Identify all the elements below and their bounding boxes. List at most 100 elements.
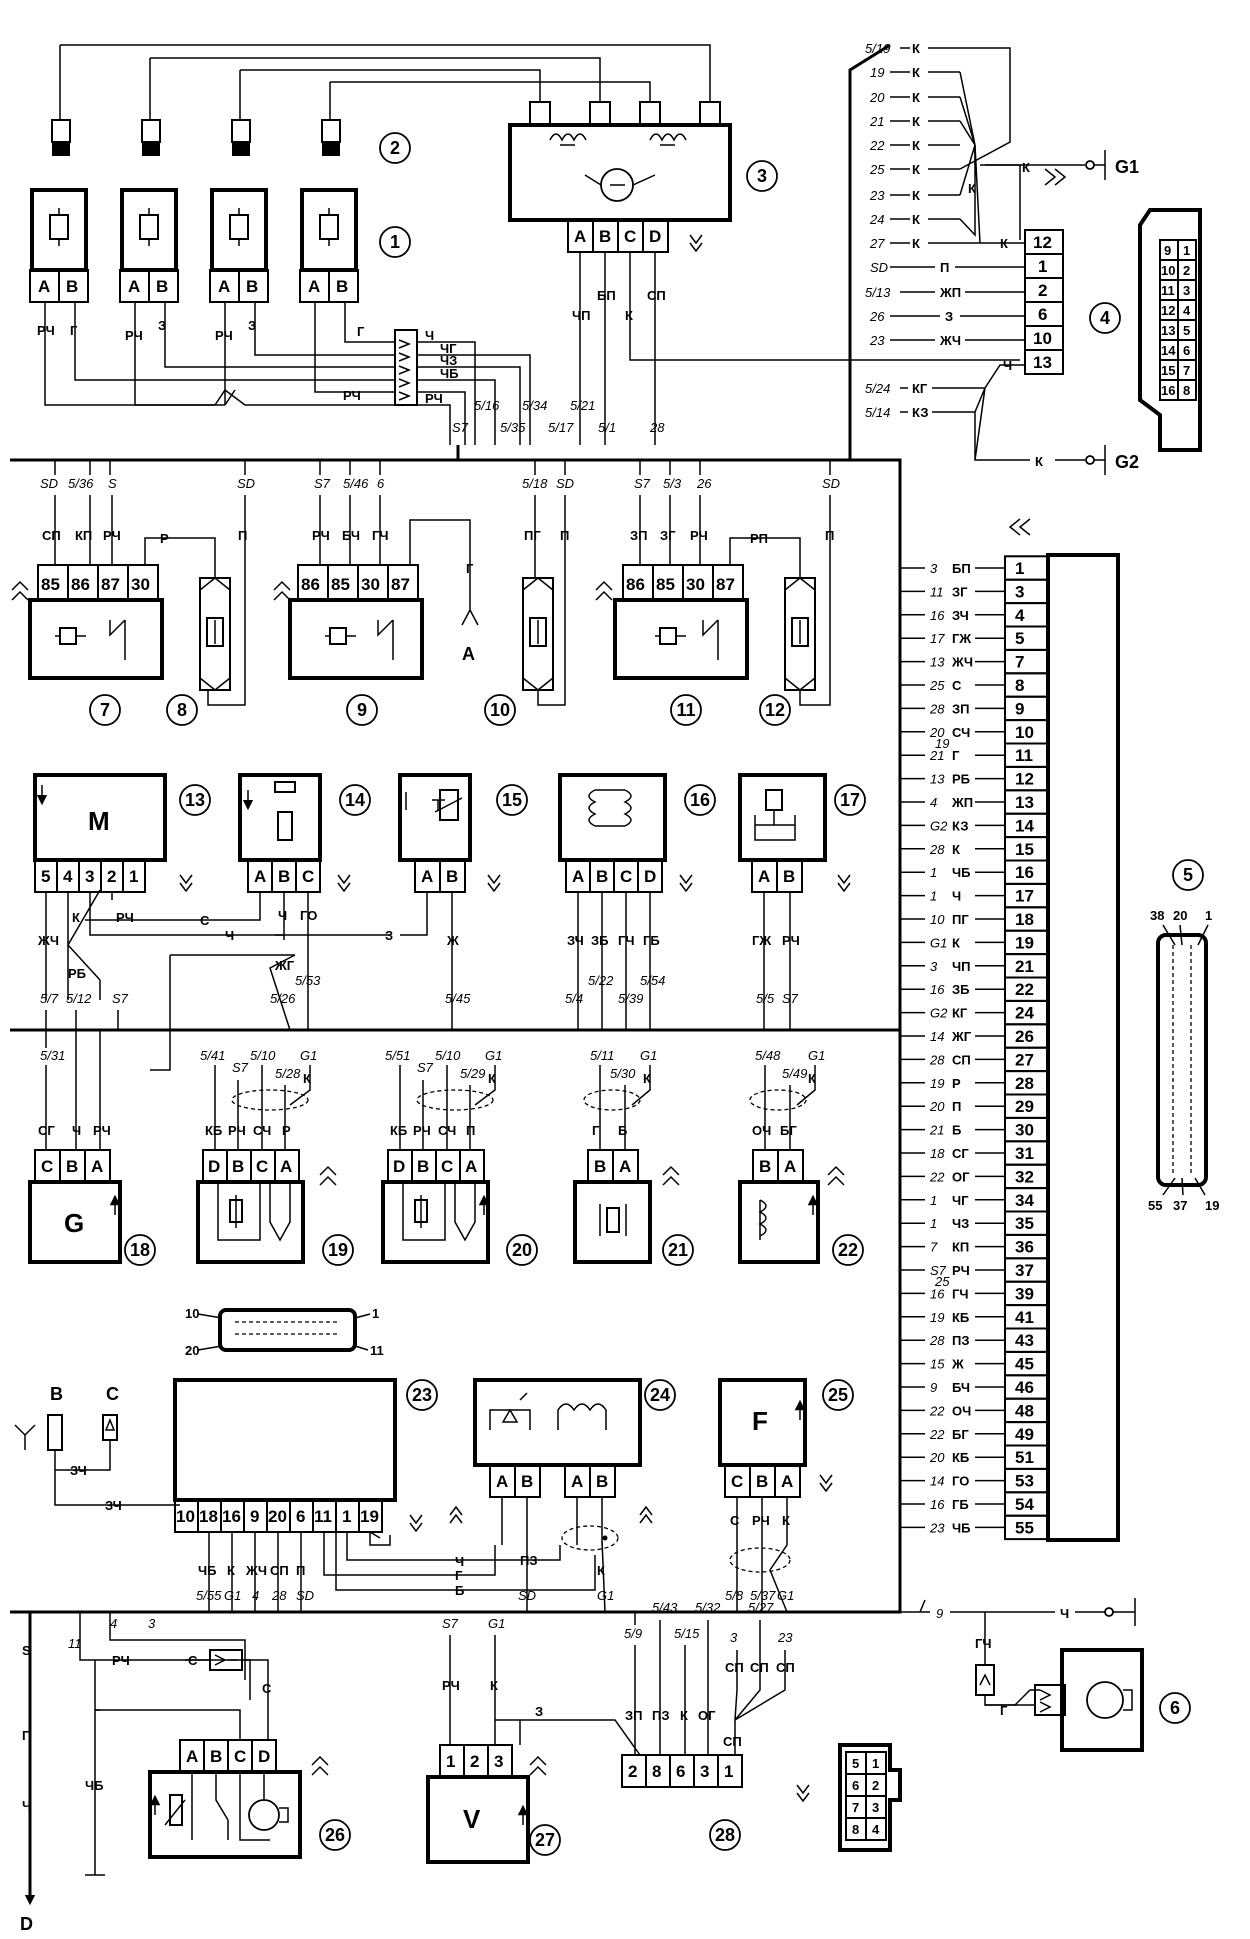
- svg-text:С: С: [188, 1653, 198, 1668]
- ecu-pin-27: 27: [1015, 1050, 1034, 1069]
- left-bus-d: S П Ч D: [20, 1612, 36, 1934]
- svg-text:A: A: [571, 1472, 583, 1491]
- svg-text:СП: СП: [776, 1660, 795, 1675]
- svg-text:24: 24: [869, 212, 884, 227]
- callout-6: 6: [1159, 1692, 1191, 1724]
- ecu-pin-24: 24: [1015, 1004, 1034, 1023]
- c1-wire-z2: З: [158, 318, 166, 333]
- svg-text:5: 5: [1183, 865, 1193, 885]
- svg-text:B: B: [210, 1747, 222, 1766]
- svg-text:2: 2: [872, 1778, 879, 1793]
- svg-text:C: C: [620, 867, 632, 886]
- svg-text:ЗЧ: ЗЧ: [70, 1463, 87, 1478]
- callout-24: 24: [644, 1379, 676, 1411]
- svg-text:РЧ: РЧ: [312, 528, 330, 543]
- callout-28: 28: [709, 1819, 741, 1851]
- svg-text:G1: G1: [597, 1588, 614, 1603]
- svg-text:19: 19: [870, 65, 884, 80]
- ecu-wire-ref: 16: [930, 1497, 945, 1512]
- ecu-wire-color: БЧ: [952, 1380, 970, 1395]
- svg-text:22: 22: [838, 1240, 858, 1260]
- svg-text:6: 6: [1183, 343, 1190, 358]
- ecu-pin-11: 11: [1015, 746, 1033, 765]
- svg-text:5/53: 5/53: [295, 973, 321, 988]
- ecu-wire-ref: 19: [930, 1076, 944, 1091]
- ecu-wire-color: Р: [952, 1076, 961, 1091]
- svg-text:Б: Б: [455, 1583, 464, 1598]
- ecu-wire-ref: 28: [929, 701, 945, 716]
- svg-text:2: 2: [390, 138, 400, 158]
- svg-text:5: 5: [41, 867, 50, 886]
- ecu-wire-ref: 9: [930, 1380, 937, 1395]
- svg-text:РЧ: РЧ: [116, 910, 134, 925]
- svg-text:ЗГ: ЗГ: [660, 528, 676, 543]
- svg-text:С: С: [262, 1681, 272, 1696]
- svg-text:18: 18: [130, 1240, 150, 1260]
- component-1-coils: A B A B A B A B РЧ Г РЧ З РЧ З РЧ Г: [29, 188, 574, 445]
- svg-text:87: 87: [101, 575, 120, 594]
- svg-text:14: 14: [1161, 343, 1176, 358]
- callout-1: 1: [379, 226, 411, 258]
- svg-text:5/9: 5/9: [624, 1626, 642, 1641]
- ecu-wire-color: ЧГ: [952, 1193, 969, 1208]
- callout-11: 11: [670, 694, 702, 726]
- ecu-wire-color: ЖГ: [951, 1029, 972, 1044]
- svg-text:17: 17: [840, 790, 860, 810]
- svg-text:Г: Г: [592, 1123, 600, 1138]
- svg-text:30: 30: [131, 575, 150, 594]
- svg-text:SD: SD: [518, 1588, 536, 1603]
- svg-text:16: 16: [690, 790, 710, 810]
- c1b-pin-b: B: [156, 277, 168, 296]
- c1-wire-rch4: РЧ: [343, 388, 361, 403]
- svg-text:БГ: БГ: [780, 1123, 797, 1138]
- svg-text:26: 26: [869, 309, 885, 324]
- ecu-pin-3: 3: [1015, 582, 1024, 601]
- svg-text:87: 87: [716, 575, 735, 594]
- svg-text:ГО: ГО: [300, 908, 317, 923]
- ecu-wire-color: К: [952, 935, 960, 950]
- ecu-wire-ref: 11: [930, 584, 944, 599]
- svg-text:1: 1: [1205, 908, 1212, 923]
- ecu-wire-ref: 14: [930, 1029, 944, 1044]
- ecu-wire-ref: G1: [930, 935, 947, 950]
- ecu-wire-ref: 28: [929, 842, 945, 857]
- svg-text:B: B: [50, 1384, 63, 1404]
- svg-text:S: S: [108, 476, 117, 491]
- c3-wire-sp: СП: [647, 288, 666, 303]
- ecu-wire-ref: 22: [929, 1169, 945, 1184]
- svg-text:5/26: 5/26: [270, 991, 296, 1006]
- ecu-pin-21: 21: [1015, 957, 1034, 976]
- bus-ref-5-16: 5/16: [474, 398, 500, 413]
- ecu-wire-color: ЗЧ: [952, 608, 969, 623]
- svg-text:5/10: 5/10: [250, 1048, 276, 1063]
- svg-text:12: 12: [765, 700, 785, 720]
- ecu-wire-color: КБ: [952, 1310, 969, 1325]
- svg-text:B: B: [783, 867, 795, 886]
- ecu-wire-color: КП: [952, 1240, 969, 1255]
- svg-text:РЧ: РЧ: [442, 1678, 460, 1693]
- svg-text:SD: SD: [822, 476, 840, 491]
- svg-text:РЧ: РЧ: [93, 1123, 111, 1138]
- svg-text:Ч: Ч: [225, 928, 234, 943]
- ecu-pin-1: 1: [1015, 559, 1024, 578]
- svg-text:B: B: [759, 1157, 771, 1176]
- svg-text:К: К: [912, 90, 920, 105]
- svg-text:87: 87: [391, 575, 410, 594]
- ecu-wire-color: С: [952, 678, 962, 693]
- ecu-wire-color: ЧЗ: [952, 1216, 969, 1231]
- svg-text:11: 11: [68, 1636, 82, 1651]
- ecu-wire-color: Б: [952, 1123, 961, 1138]
- svg-text:G1: G1: [808, 1048, 825, 1063]
- svg-text:1: 1: [1183, 243, 1190, 258]
- svg-text:2: 2: [628, 1762, 637, 1781]
- ecu-wire-ref: 17: [930, 631, 945, 646]
- svg-text:85: 85: [656, 575, 675, 594]
